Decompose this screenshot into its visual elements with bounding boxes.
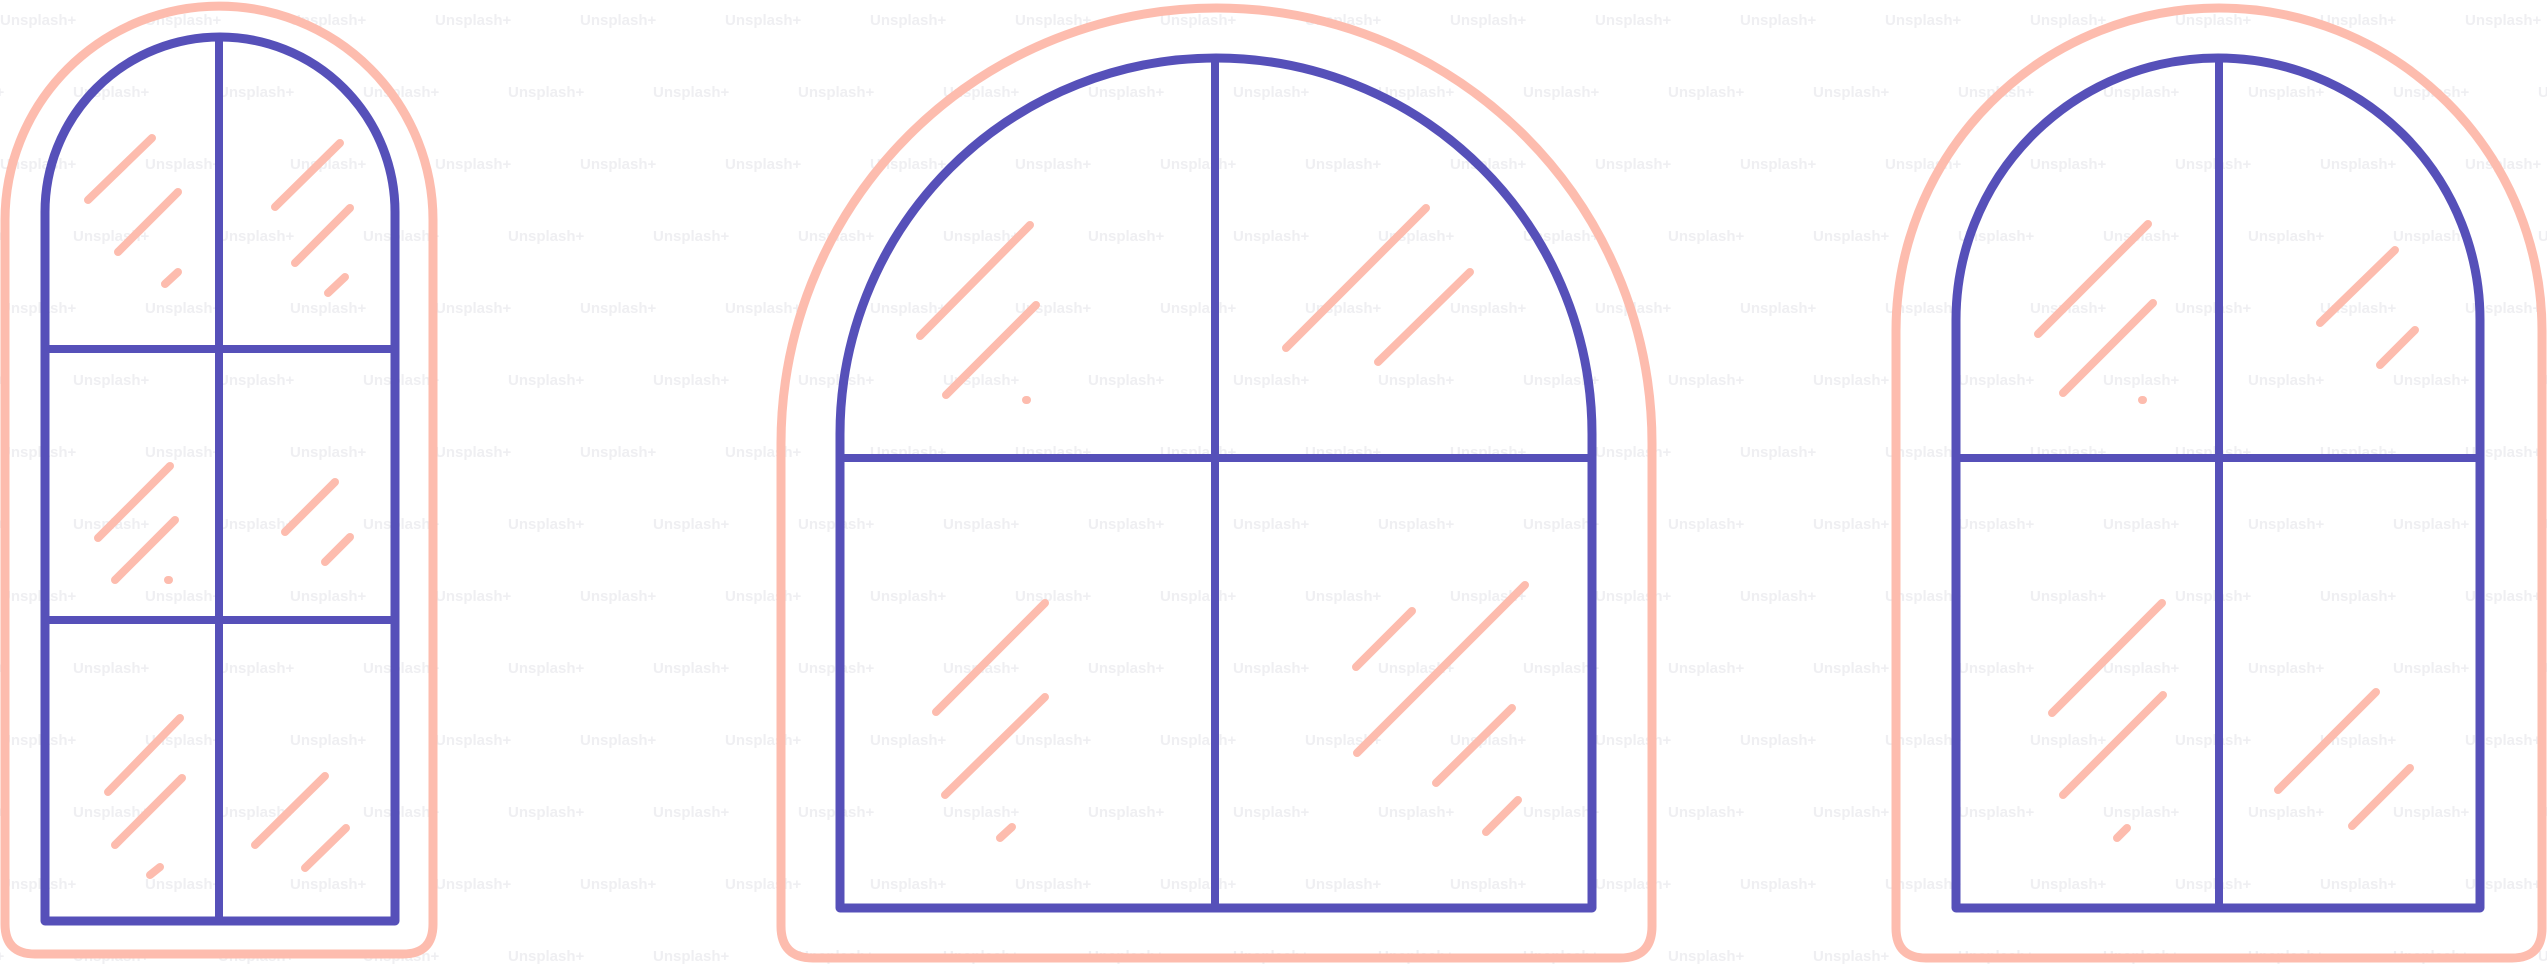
- glass-glare: [1482, 796, 1522, 836]
- glass-glare: [2376, 326, 2419, 369]
- glass-glare: [291, 204, 354, 267]
- inner-frame: [40, 32, 400, 926]
- arched-window: [1891, 3, 2547, 963]
- narrow-window: [0, 1, 438, 959]
- glass-glare: [1282, 204, 1430, 352]
- glass-glare: [146, 863, 164, 879]
- glass-glare: [996, 823, 1016, 842]
- glass-glare: [251, 772, 329, 849]
- glass-glare: [2059, 299, 2157, 397]
- glass-glare: [1432, 704, 1516, 787]
- outer-frame: [776, 3, 1657, 963]
- glass-glare: [2034, 220, 2152, 338]
- outer-frame: [0, 1, 438, 959]
- glass-glare: [941, 693, 1049, 799]
- glass-glare: [1353, 581, 1529, 757]
- wide-window: [776, 3, 1657, 963]
- glass-glare: [2059, 691, 2167, 799]
- inner-frame: [1951, 53, 2485, 913]
- glass-glare: [84, 134, 156, 204]
- glass-glare: [2316, 246, 2399, 327]
- glass-glare: [324, 273, 349, 297]
- glass-glare: [161, 268, 182, 288]
- glass-glare: [111, 774, 186, 849]
- glass-glare: [932, 599, 1049, 716]
- glass-glare: [1374, 268, 1474, 366]
- glass-glare: [301, 824, 350, 872]
- glass-glare: [114, 188, 182, 256]
- glass-glare: [111, 516, 179, 584]
- glass-glare: [321, 533, 354, 566]
- glass-glare: [104, 714, 184, 796]
- glass-glare: [94, 462, 174, 542]
- glass-glare: [2274, 688, 2380, 794]
- glass-glare: [271, 139, 344, 211]
- glass-glare: [2348, 764, 2414, 830]
- glass-glare: [281, 478, 339, 536]
- glass-glare: [2048, 599, 2166, 717]
- glass-glare: [1352, 607, 1416, 671]
- outer-frame: [1891, 3, 2547, 963]
- glass-glare: [2113, 824, 2131, 842]
- inner-frame: [835, 53, 1597, 913]
- glass-glare: [916, 221, 1034, 340]
- glass-glare: [942, 301, 1040, 399]
